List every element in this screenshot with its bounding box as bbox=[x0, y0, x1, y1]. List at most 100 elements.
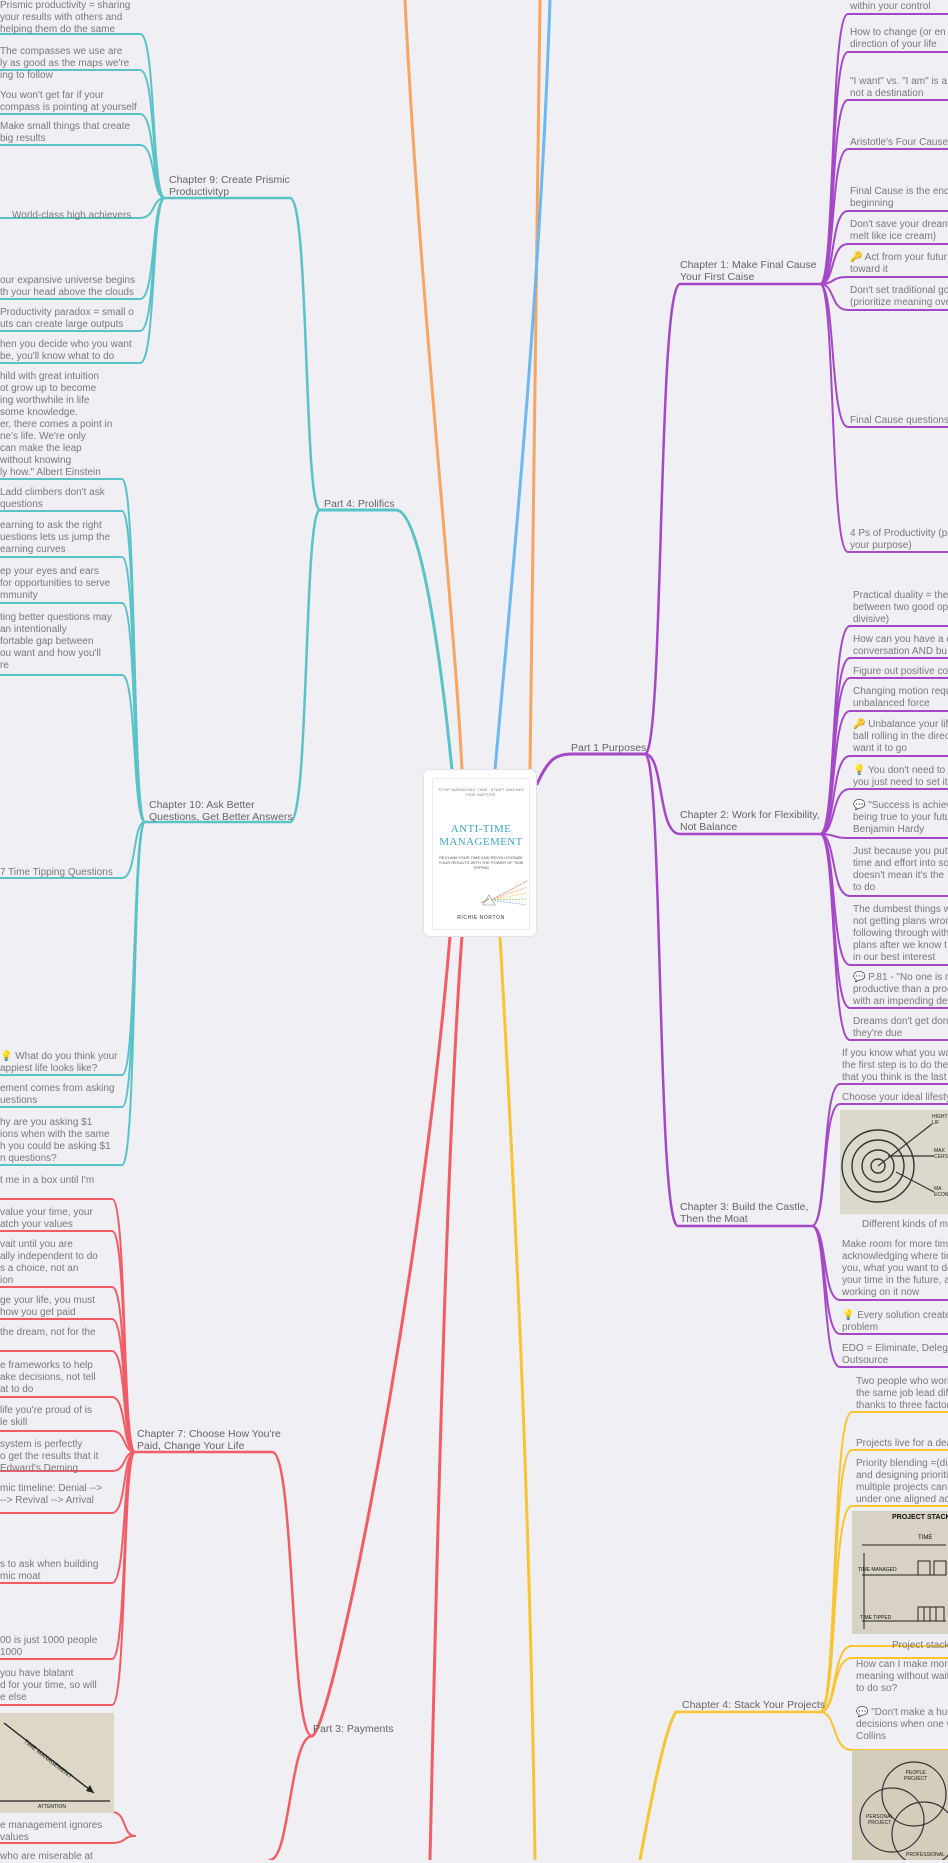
edge-ch2-leaf bbox=[819, 833, 948, 897]
ch9-leaf[interactable]: hen you decide who you want be, you'll k… bbox=[0, 339, 132, 362]
ch1-leaf[interactable]: "I want" vs. "I am" is a not a destinati… bbox=[850, 76, 948, 99]
ch10-leaf[interactable]: 7 Time Tipping Questions bbox=[0, 867, 113, 878]
edge-part1 bbox=[535, 752, 647, 786]
ch4-image-label: PROJECT STACK bbox=[892, 1514, 948, 1521]
edge-ch7-leaf bbox=[0, 1396, 136, 1453]
ch7-leaf[interactable]: who are miserable at bbox=[0, 1851, 93, 1862]
branch-chapter-2[interactable]: Chapter 2: Work for Flexibility, Not Bal… bbox=[680, 809, 820, 833]
ch9-leaf[interactable]: Productivity paradox = small o uts can c… bbox=[0, 307, 134, 330]
edge-ch1-leaf bbox=[819, 148, 948, 285]
ch4-leaf[interactable]: 💬 "Don't make a hu decisions when one w … bbox=[856, 1707, 948, 1742]
edge-ch4-leaf bbox=[819, 1711, 948, 1751]
edge-ch9-leaf bbox=[0, 197, 166, 364]
ch3-target-image[interactable]: HIGHT LIF MAX CERTA MA ECONO bbox=[840, 1110, 948, 1214]
ch9-leaf[interactable]: The compasses we use are ly as good as t… bbox=[0, 46, 130, 81]
ch10-leaf[interactable]: hy are you asking $1 ions when with the … bbox=[0, 1117, 111, 1164]
ch7-leaf[interactable]: 00 is just 1000 people 1000 bbox=[0, 1635, 98, 1658]
branch-chapter-4[interactable]: Chapter 4: Stack Your Projects bbox=[682, 1699, 825, 1711]
pillar-red bbox=[428, 934, 464, 1860]
pillar-orange-right bbox=[528, 0, 542, 772]
ch3-leaf[interactable]: Choose your ideal lifesty bbox=[842, 1092, 948, 1103]
prism-rays-icon bbox=[480, 880, 528, 906]
branch-part3[interactable]: Part 3: Payments bbox=[313, 1723, 394, 1735]
edge-ch2-leaf bbox=[819, 788, 948, 835]
ch2-leaf[interactable]: 💬 "Success is achiev being true to your … bbox=[853, 800, 948, 835]
ch7-leaf[interactable]: life you're proud of is le skill bbox=[0, 1405, 92, 1428]
ch7-leaf[interactable]: e frameworks to help ake decisions, not … bbox=[0, 1360, 96, 1395]
pillar-yellow-2 bbox=[638, 1710, 678, 1860]
ch1-leaf[interactable]: Aristotle's Four Cause bbox=[850, 137, 948, 148]
ch1-leaf[interactable]: Final Cause is the end beginning bbox=[850, 186, 948, 209]
ch2-leaf[interactable]: 💬 P.81 - "No one is m productive than a … bbox=[853, 972, 948, 1007]
ch10-leaf[interactable]: ting better questions may an intentional… bbox=[0, 612, 112, 671]
ch9-leaf[interactable]: our expansive universe begins th your he… bbox=[0, 275, 136, 298]
ch10-leaf[interactable]: hild with great intuition ot grow up to … bbox=[0, 371, 113, 478]
ch4-leaf[interactable]: Projects live for a dea bbox=[856, 1438, 948, 1449]
ch4-project-stack-image[interactable]: PROJECT STACK TIME TIME MANAGED TIME TIP… bbox=[852, 1511, 948, 1634]
ch2-leaf[interactable]: 💡 You don't need to you just need to set… bbox=[853, 765, 948, 788]
branch-chapter-7[interactable]: Chapter 7: Choose How You're Paid, Chang… bbox=[137, 1428, 281, 1452]
ch1-leaf[interactable]: Don't save your dream melt like ice crea… bbox=[850, 219, 948, 242]
ch7-leaf[interactable]: e management ignores values bbox=[0, 1820, 103, 1843]
ch7-leaf[interactable]: system is perfectly o get the results th… bbox=[0, 1439, 99, 1474]
book-subtitle: RECLAIM YOUR TIME AND REVOLUTIONIZE YOUR… bbox=[438, 855, 524, 870]
ch10-leaf[interactable]: ement comes from asking uestions bbox=[0, 1083, 115, 1106]
ch1-leaf[interactable]: within your control bbox=[850, 1, 931, 12]
branch-chapter-1[interactable]: Chapter 1: Make Final Cause Your First C… bbox=[680, 259, 817, 283]
ch3-image-label: MA ECONO bbox=[934, 1186, 948, 1198]
edge-ch9 bbox=[163, 196, 322, 512]
ch1-leaf[interactable]: Don't set traditional go (prioritize mea… bbox=[850, 285, 948, 308]
ch9-leaf[interactable]: Prismic productivity = sharing your resu… bbox=[0, 0, 131, 35]
ch7-leaf[interactable]: t me in a box until I'm bbox=[0, 1175, 95, 1186]
branch-chapter-3[interactable]: Chapter 3: Build the Castle, Then the Mo… bbox=[680, 1201, 809, 1225]
edge-ch2-leaf bbox=[819, 710, 948, 835]
ch1-leaf[interactable]: 4 Ps of Productivity (p your purpose) bbox=[850, 528, 948, 551]
ch7-leaf[interactable]: you have blatant d for your time, so wil… bbox=[0, 1668, 97, 1703]
ch10-leaf[interactable]: ep your eyes and ears for opportunities … bbox=[0, 566, 111, 601]
ch7-leaf[interactable]: vait until you are ally independent to d… bbox=[0, 1239, 98, 1286]
ch1-leaf[interactable]: How to change (or en direction of your l… bbox=[850, 27, 946, 50]
ch10-leaf[interactable]: Ladd climbers don't ask questions bbox=[0, 487, 105, 510]
central-book-cover[interactable]: STOP MANAGING TIME. START MAKING TIME MA… bbox=[424, 770, 536, 936]
branch-part4[interactable]: Part 4: Prolifics bbox=[324, 498, 395, 510]
ch9-leaf[interactable]: World-class high achievers bbox=[12, 210, 132, 221]
ch9-leaf[interactable]: You won't get far if your compass is poi… bbox=[0, 90, 137, 113]
ch2-leaf[interactable]: 🔑 Unbalance your lif ball rolling in the… bbox=[853, 719, 948, 754]
ch9-leaf[interactable]: Make small things that create big result… bbox=[0, 121, 131, 144]
ch7-image-label: ATTENTION bbox=[38, 1804, 66, 1810]
ch2-leaf[interactable]: The dumbest things w not getting plans w… bbox=[853, 904, 948, 963]
ch4-image-label: TIME bbox=[918, 1535, 933, 1541]
ch4-leaf[interactable]: How can I make mor meaning without wait … bbox=[856, 1659, 948, 1694]
edge-ch10-leaf bbox=[0, 821, 146, 879]
ch3-leaf[interactable]: If you know what you wa the first step i… bbox=[842, 1048, 948, 1083]
ch2-leaf[interactable]: Practical duality = the between two good… bbox=[853, 590, 948, 625]
branch-chapter-9[interactable]: Chapter 9: Create Prismic Productivityp bbox=[169, 174, 290, 198]
edge-ch4-leaf bbox=[819, 1505, 948, 1713]
ch4-leaf[interactable]: Priority blending =(dis and designing pr… bbox=[856, 1458, 948, 1505]
ch7-time-management-image[interactable]: TIME MANAGEMENT ATTENTION bbox=[0, 1713, 114, 1813]
branch-chapter-10[interactable]: Chapter 10: Ask Better Questions, Get Be… bbox=[149, 799, 293, 823]
ch7-leaf[interactable]: value your time, your atch your values bbox=[0, 1207, 93, 1230]
ch7-leaf[interactable]: s to ask when building mic moat bbox=[0, 1559, 99, 1582]
edge-ch7 bbox=[133, 1450, 314, 1738]
ch4-leaf[interactable]: Two people who work the same job lead di… bbox=[856, 1376, 948, 1411]
branch-part1[interactable]: Part 1 Purposes bbox=[571, 742, 647, 754]
ch7-leaf[interactable]: ge your life, you must how you get paid bbox=[0, 1295, 96, 1318]
ch2-leaf[interactable]: Dreams don't get don they're due bbox=[853, 1016, 948, 1039]
ch4-venn-image[interactable]: PEOPLE PROJECT PERSONAL PROJECT PROFESSI… bbox=[852, 1750, 948, 1860]
edge-ch3-leaf bbox=[811, 1103, 948, 1227]
ch2-leaf[interactable]: How can you have a c conversation AND bu bbox=[853, 634, 948, 657]
ch1-leaf[interactable]: 🔑 Act from your futur toward it bbox=[850, 252, 947, 275]
ch3-leaf[interactable]: Make room for more time acknowledging wh… bbox=[842, 1239, 948, 1298]
ch10-leaf[interactable]: 💡 What do you think your appiest life lo… bbox=[0, 1051, 118, 1074]
ch3-leaf[interactable]: EDO = Eliminate, Deleg Outsource bbox=[842, 1343, 948, 1366]
ch1-leaf[interactable]: Final Cause questions bbox=[850, 415, 948, 426]
ch2-leaf[interactable]: Just because you put time and effort int… bbox=[853, 846, 948, 893]
ch2-leaf[interactable]: Figure out positive co bbox=[853, 666, 948, 677]
ch10-leaf[interactable]: earning to ask the right uestions lets u… bbox=[0, 520, 111, 555]
ch3-leaf[interactable]: 💡 Every solution create problem bbox=[842, 1310, 948, 1333]
ch7-leaf[interactable]: the dream, not for the bbox=[0, 1327, 96, 1338]
ch7-leaf[interactable]: mic timeline: Denial --> --> Revival -->… bbox=[0, 1483, 102, 1506]
